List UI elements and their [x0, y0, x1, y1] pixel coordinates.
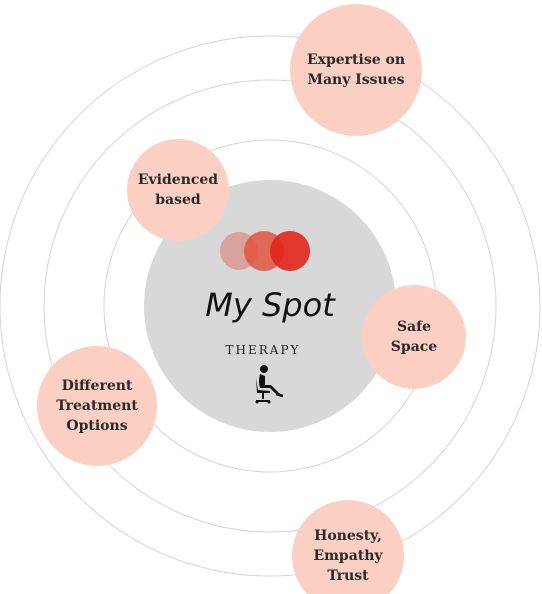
logo-subtitle: THERAPY: [225, 343, 301, 357]
bubble-treatment-options-label: Different Treatment Options: [56, 378, 138, 434]
logo-name: My Spot: [205, 286, 335, 324]
bubble-safe-space: Safe Space: [362, 285, 466, 389]
logo-dots-icon: [220, 231, 310, 271]
bubble-expertise: Expertise on Many Issues: [290, 4, 422, 136]
bubble-honesty-label: Honesty, Empathy Trust: [313, 528, 383, 584]
bubble-treatment-options: Different Treatment Options: [37, 346, 157, 466]
bubble-evidenced-label: Evidenced based: [137, 172, 219, 208]
orbit-ring-outer: [0, 35, 541, 577]
orbit-ring-middle: [43, 79, 497, 533]
bubble-honesty: Honesty, Empathy Trust: [292, 500, 404, 594]
bubble-safe-space-label: Safe Space: [390, 319, 438, 355]
seated-person-icon: [255, 365, 284, 404]
bubble-evidenced: Evidenced based: [127, 139, 229, 241]
bubble-expertise-label: Expertise on Many Issues: [306, 52, 406, 88]
